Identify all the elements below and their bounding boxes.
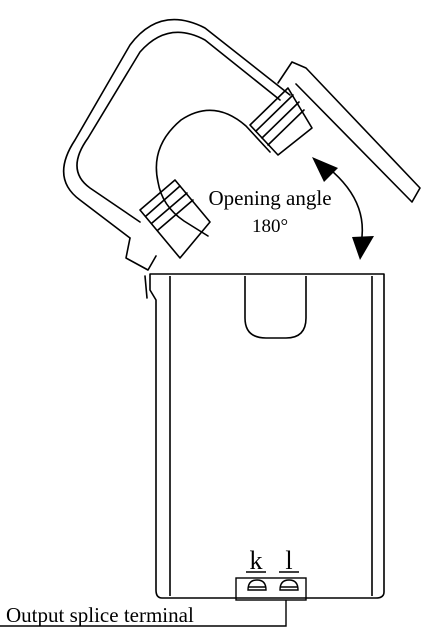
upper-jaw-outer-arch: [62, 18, 291, 239]
upper-jaw-right-block: [249, 87, 313, 156]
upper-jaw-left-block: [139, 179, 211, 259]
upper-jaw-core-opening: [155, 109, 271, 237]
lower-body-core-notch: [244, 276, 307, 339]
opening-angle-label: Opening angle: [208, 186, 331, 210]
terminal-l-label: l: [285, 546, 292, 575]
lower-body: [149, 273, 385, 599]
upper-jaw: [62, 18, 421, 299]
output-splice-terminal-label: Output splice terminal: [6, 603, 194, 627]
lower-body-outline: [149, 273, 385, 599]
arc-arrowhead-bottom: [352, 236, 374, 260]
terminal-k-screw: [247, 579, 267, 591]
latch-arm: [277, 61, 421, 203]
output-label-leader: [0, 600, 287, 627]
opening-angle-value: 180°: [252, 216, 288, 237]
terminal-block-body: [235, 577, 307, 601]
hinge-pin: [125, 237, 157, 271]
terminal-k-label: k: [250, 546, 263, 575]
upper-jaw-inner-arch: [76, 31, 281, 223]
arc-arrowhead-top: [312, 157, 338, 182]
terminal-l-screw: [279, 579, 299, 591]
output-terminal-block: [0, 577, 307, 627]
